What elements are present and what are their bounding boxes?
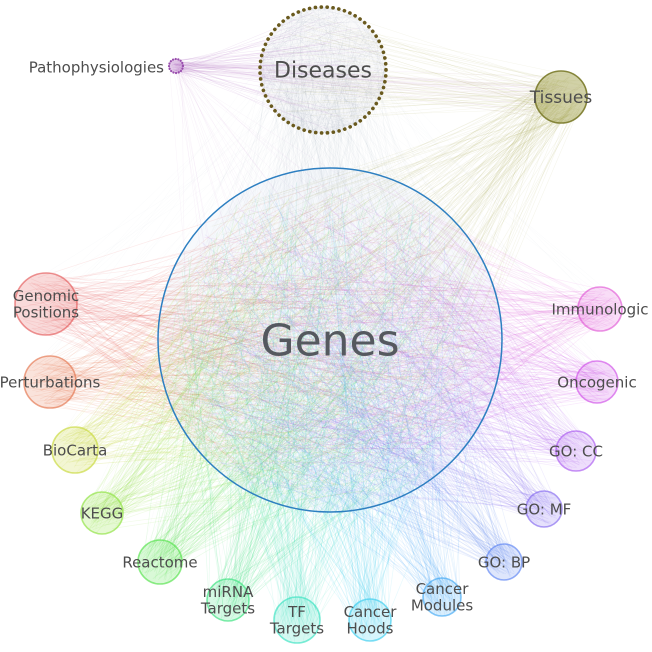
node-oncogenic[interactable] <box>575 360 619 404</box>
node-go_bp[interactable] <box>485 543 523 581</box>
edges-immunologic-genes <box>168 182 621 487</box>
node-genes[interactable] <box>157 167 503 513</box>
node-kegg-label: KEGG <box>81 504 124 522</box>
edges-diseases-biocarta <box>53 30 376 471</box>
edges-pathophysiologies-genes <box>169 59 471 455</box>
edges-diseases-oncogenic <box>309 16 613 398</box>
node-diseases[interactable] <box>258 5 388 135</box>
node-tissues[interactable] <box>534 70 588 124</box>
edges-diseases-immunologic <box>308 18 617 326</box>
edges-diseases-go_bp <box>295 15 506 573</box>
node-diseases-label: Diseases <box>274 59 372 84</box>
node-genomic_positions[interactable] <box>14 272 78 336</box>
node-cancer_modules[interactable] <box>422 577 462 617</box>
node-kegg[interactable] <box>80 491 124 535</box>
edges-diseases-tf_targets <box>280 27 357 638</box>
node-go_bp-label: GO: BP <box>478 553 530 571</box>
node-immunologic-label: Immunologic <box>551 300 648 318</box>
edges-go_bp-genes <box>181 194 522 578</box>
node-reactome-label: Reactome <box>122 553 197 571</box>
edges-biocarta-genes <box>55 192 493 490</box>
node-layer <box>14 5 623 644</box>
node-genes-label: Genes <box>260 315 399 366</box>
node-tissues-label: Tissues <box>529 88 593 108</box>
node-tf_targets[interactable] <box>273 596 321 644</box>
edges-reactome-genes <box>138 188 489 582</box>
node-perturbations-label: Perturbations <box>0 373 101 391</box>
node-perturbations[interactable] <box>23 355 77 409</box>
edges-diseases-cancer_modules <box>267 14 459 608</box>
edges-oncogenic-genes <box>165 188 616 485</box>
edges-tf_targets-genes <box>170 182 465 642</box>
edges-go_cc-genes <box>178 184 595 502</box>
node-pathophysiologies-label: Pathophysiologies <box>29 58 164 76</box>
edges-cancer_hoods-genes <box>168 194 495 639</box>
edges-cancer_modules-genes <box>171 192 476 616</box>
edges-diseases-go_mf <box>283 51 561 514</box>
edges-diseases-kegg <box>83 38 381 531</box>
node-go_mf[interactable] <box>525 490 563 528</box>
edges-diseases-genes <box>168 12 495 501</box>
edges-perturbations-genes <box>27 182 474 497</box>
node-cancer_hoods[interactable] <box>348 598 392 642</box>
edges-tissues-diseases <box>263 14 586 121</box>
edges-tissues-genes <box>173 73 586 485</box>
edges-diseases-cancer_hoods <box>270 22 385 635</box>
edges-pathophysiologies-diseases <box>171 12 380 130</box>
edges-diseases-reactome <box>139 20 369 580</box>
node-reactome[interactable] <box>137 539 183 585</box>
node-go_cc-label: GO: CC <box>549 442 603 460</box>
edges-go_mf-genes <box>172 196 561 525</box>
edges-diseases-genomic_positions <box>32 31 369 332</box>
edge-layer <box>17 6 621 642</box>
node-biocarta-label: BioCarta <box>43 441 108 459</box>
edges-genomic_positions-genes <box>17 182 494 490</box>
edges-mirna_targets-genes <box>176 179 486 620</box>
node-biocarta[interactable] <box>51 426 99 474</box>
node-mirna_targets[interactable] <box>206 578 250 622</box>
node-pathophysiologies[interactable] <box>167 57 185 75</box>
edges-diseases-mirna_targets <box>214 22 369 616</box>
edges-pathophysiologies-tissues <box>170 61 584 121</box>
node-go_mf-label: GO: MF <box>517 500 572 518</box>
edges-kegg-genes <box>83 193 475 533</box>
node-immunologic[interactable] <box>577 286 623 332</box>
node-go_cc[interactable] <box>555 430 597 472</box>
node-oncogenic-label: Oncogenic <box>557 373 636 391</box>
edges-diseases-go_cc <box>285 16 593 466</box>
